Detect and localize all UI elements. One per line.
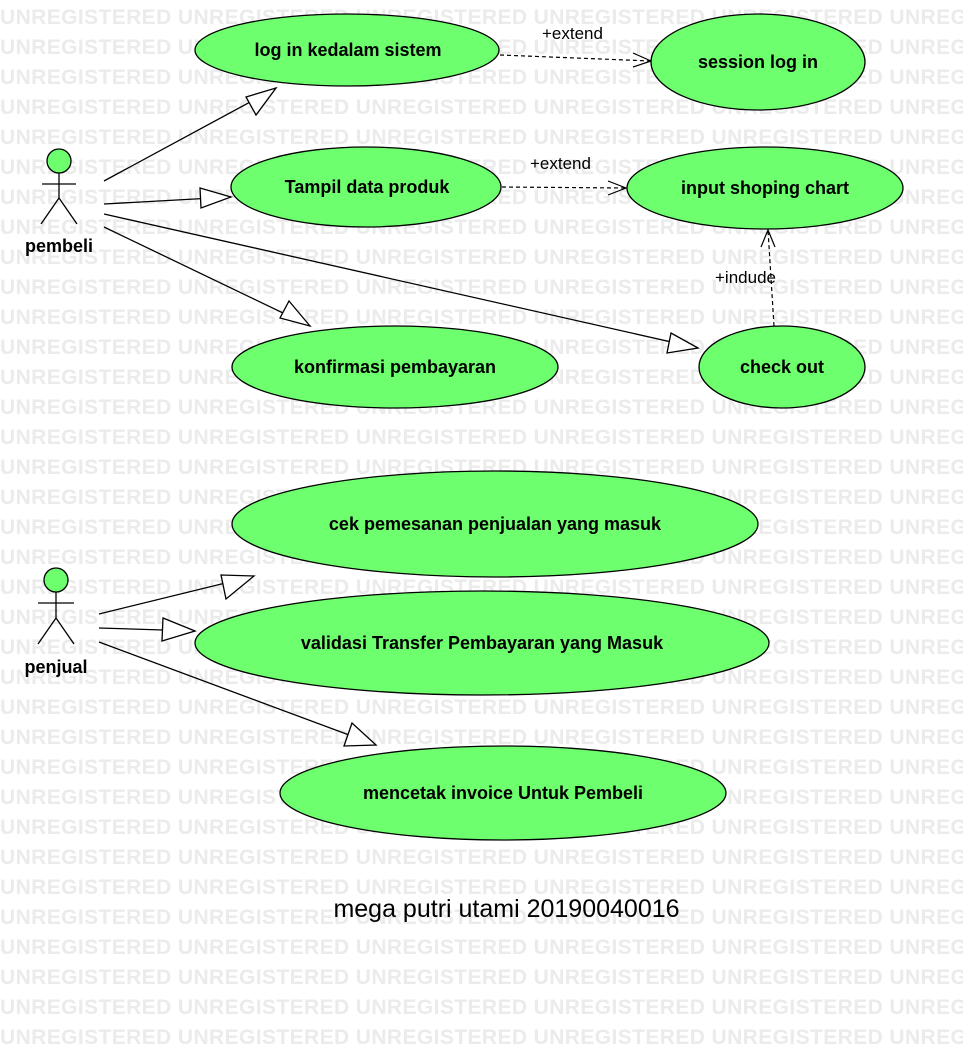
actor-pembeli-leg-right bbox=[58, 197, 78, 225]
dependency-lines bbox=[499, 54, 775, 327]
actor-pembeli-head bbox=[46, 148, 72, 174]
use-case-session[interactable] bbox=[650, 13, 866, 111]
use-case-label-login: log in kedalam sistem bbox=[254, 40, 441, 60]
extend-login-session bbox=[499, 54, 652, 62]
arrowheads bbox=[161, 86, 700, 747]
use-case-validasi[interactable] bbox=[194, 590, 770, 696]
extend-label-session: +extend bbox=[542, 24, 603, 43]
use-case-konfirmasi[interactable] bbox=[231, 325, 559, 409]
arrowhead-tampil bbox=[199, 187, 234, 209]
include-checkout-input bbox=[767, 229, 775, 327]
use-case-label-validasi: validasi Transfer Pembayaran yang Masuk bbox=[301, 633, 664, 653]
assoc-pembeli-konfirmasi bbox=[103, 226, 311, 327]
use-case-tampil[interactable] bbox=[230, 146, 502, 228]
use-case-label-checkout: check out bbox=[740, 357, 824, 377]
use-case-mencetak[interactable] bbox=[279, 745, 727, 841]
actor-pembeli[interactable] bbox=[40, 148, 78, 225]
actor-penjual-leg-right bbox=[55, 617, 75, 645]
arrowhead-checkout bbox=[666, 331, 700, 354]
actor-penjual-name: penjual bbox=[24, 657, 87, 677]
assoc-pembeli-login bbox=[103, 87, 277, 182]
use-case-label-cek: cek pemesanan penjualan yang masuk bbox=[329, 514, 662, 534]
actor-penjual-leg-left bbox=[37, 617, 57, 645]
open-arrow-include bbox=[760, 228, 776, 248]
extend-tampil-input bbox=[501, 186, 627, 189]
use-case-label-mencetak: mencetak invoice Untuk Pembeli bbox=[363, 783, 643, 803]
use-case-cek[interactable] bbox=[231, 470, 759, 578]
actor-pembeli-name: pembeli bbox=[25, 236, 93, 256]
actor-penjual[interactable] bbox=[37, 567, 75, 645]
arrowhead-login bbox=[245, 86, 278, 117]
actor-pembeli-leg-left bbox=[40, 197, 60, 225]
arrowhead-konfirmasi bbox=[279, 299, 312, 328]
extend-label-input: +extend bbox=[530, 154, 591, 173]
arrowhead-mencetak bbox=[343, 721, 378, 747]
open-arrow-input bbox=[607, 180, 628, 196]
use-case-label-session: session log in bbox=[698, 52, 818, 72]
actor-penjual-head bbox=[43, 567, 69, 593]
use-case-label-input: input shoping chart bbox=[681, 178, 849, 198]
arrowhead-validasi bbox=[161, 617, 197, 642]
use-case-label-konfirmasi: konfirmasi pembayaran bbox=[294, 357, 496, 377]
use-case-labels: log in kedalam sistem session log in Tam… bbox=[254, 40, 849, 803]
include-label-checkout: +indude bbox=[715, 268, 776, 287]
author-caption: mega putri utami 20190040016 bbox=[333, 895, 680, 923]
assoc-pembeli-checkout bbox=[103, 213, 699, 349]
use-case-input[interactable] bbox=[626, 146, 904, 230]
assoc-penjual-mencetak bbox=[98, 641, 377, 746]
use-cases bbox=[194, 13, 904, 841]
arrowhead-cek bbox=[220, 574, 256, 601]
use-case-checkout[interactable] bbox=[698, 325, 866, 409]
use-case-login[interactable] bbox=[194, 13, 500, 87]
use-case-label-tampil: Tampil data produk bbox=[285, 177, 451, 197]
